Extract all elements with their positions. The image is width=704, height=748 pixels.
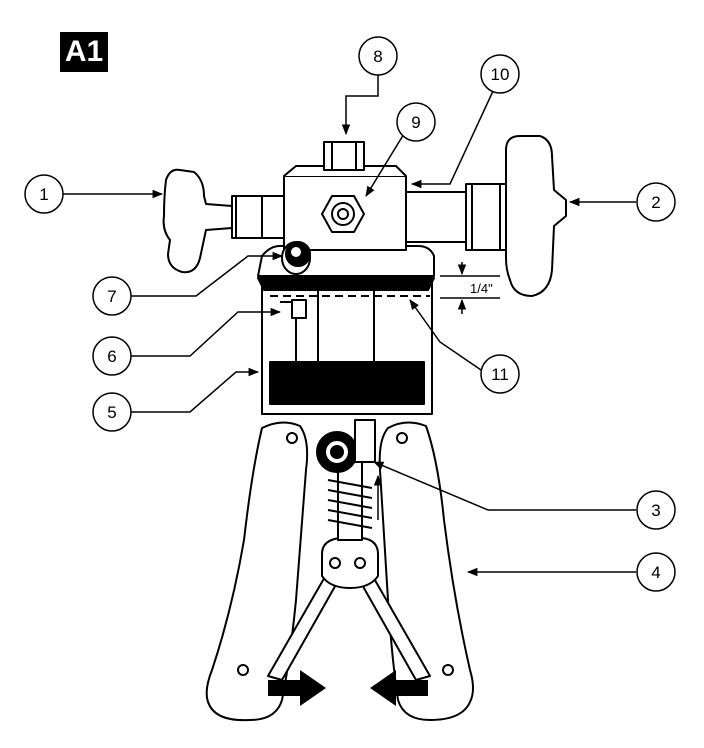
squeeze-arrows [268, 670, 428, 706]
left-handle [205, 421, 309, 722]
callout-11: 11 [491, 365, 509, 384]
left-valve-knob [162, 168, 233, 274]
arrow-right [268, 670, 326, 706]
right-valve-knob [505, 135, 567, 297]
callout-7: 7 [107, 287, 116, 306]
callout-9: 9 [411, 113, 420, 132]
dimension-label: 1/4" [470, 281, 493, 296]
top-fitting [323, 141, 365, 171]
callout-10: 10 [491, 65, 510, 84]
callout-4: 4 [651, 563, 660, 582]
callout-5: 5 [107, 403, 116, 422]
callout-6: 6 [107, 347, 116, 366]
arrow-left [370, 670, 428, 706]
callout-1: 1 [39, 185, 48, 204]
callout-3: 3 [651, 501, 660, 520]
callout-8: 8 [373, 47, 382, 66]
callout-2: 2 [651, 193, 660, 212]
spring [327, 479, 373, 529]
linkage-block [321, 537, 379, 589]
figure-label: A1 [60, 32, 108, 72]
